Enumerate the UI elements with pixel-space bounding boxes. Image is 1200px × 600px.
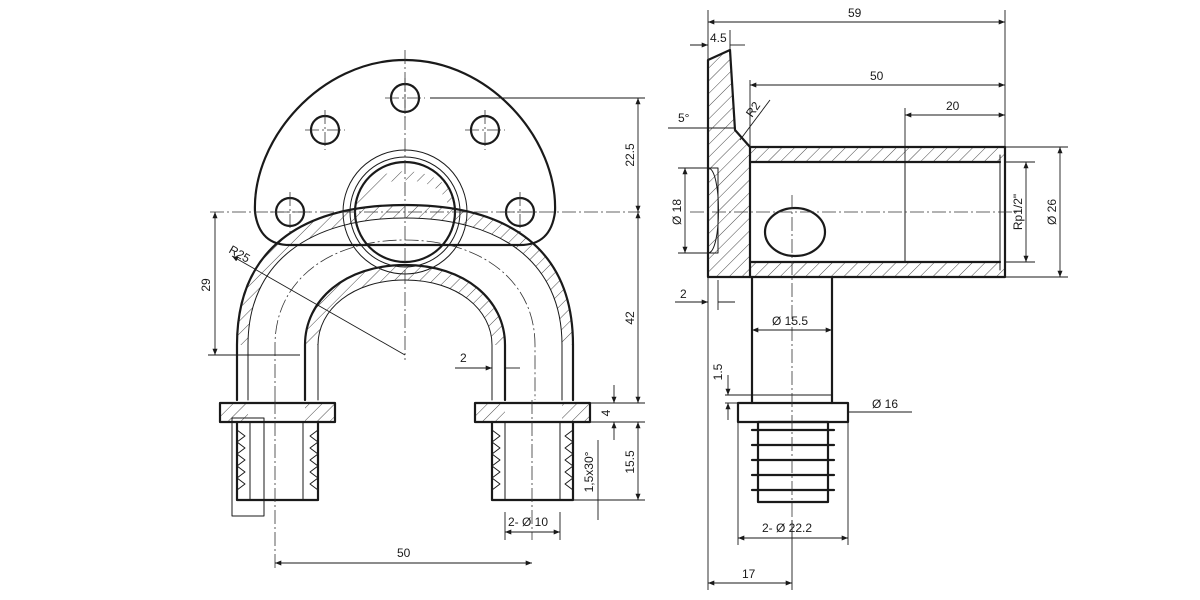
dim-2-front: 2	[460, 351, 467, 365]
dim-15-5: 15.5	[623, 450, 637, 474]
dim-dia22-2: 2- Ø 22.2	[762, 521, 812, 535]
dim-bore: 2- Ø 10	[508, 515, 548, 529]
dim-r25: R25	[227, 242, 253, 265]
dim-2-side: 2	[680, 287, 687, 301]
side-stem	[750, 275, 834, 405]
dim-chamfer: 1,5x30°	[582, 451, 596, 492]
dim-22-5: 22.5	[623, 143, 637, 167]
front-dimensions: 22.5 42 29 R25 2 4 15.5	[199, 97, 645, 566]
side-port-icon	[763, 206, 827, 258]
dim-50-front: 50	[397, 546, 411, 560]
front-view: 22.5 42 29 R25 2 4 15.5	[199, 50, 645, 570]
dim-dia18: Ø 18	[670, 199, 684, 225]
dim-4-5: 4.5	[710, 31, 727, 45]
dim-4: 4	[599, 409, 613, 416]
side-view: 59 4.5 50 20 5° R2 Ø 18	[668, 6, 1068, 590]
dim-dia15-5: Ø 15.5	[772, 314, 808, 328]
side-barbed-tip	[750, 420, 836, 504]
dim-59: 59	[848, 6, 862, 20]
dim-1-5: 1.5	[711, 363, 725, 380]
right-leg	[473, 401, 592, 502]
dim-rp: Rp1/2"	[1011, 194, 1025, 230]
dim-dia16: Ø 16	[872, 397, 898, 411]
dim-50-side: 50	[870, 69, 884, 83]
dim-17: 17	[742, 567, 756, 581]
dim-angle: 5°	[678, 111, 690, 125]
dim-42: 42	[623, 311, 637, 325]
dim-20: 20	[946, 99, 960, 113]
left-leg	[218, 401, 337, 517]
dim-29: 29	[199, 278, 213, 292]
dim-dia26: Ø 26	[1045, 199, 1059, 225]
dim-r2: R2	[743, 99, 763, 120]
